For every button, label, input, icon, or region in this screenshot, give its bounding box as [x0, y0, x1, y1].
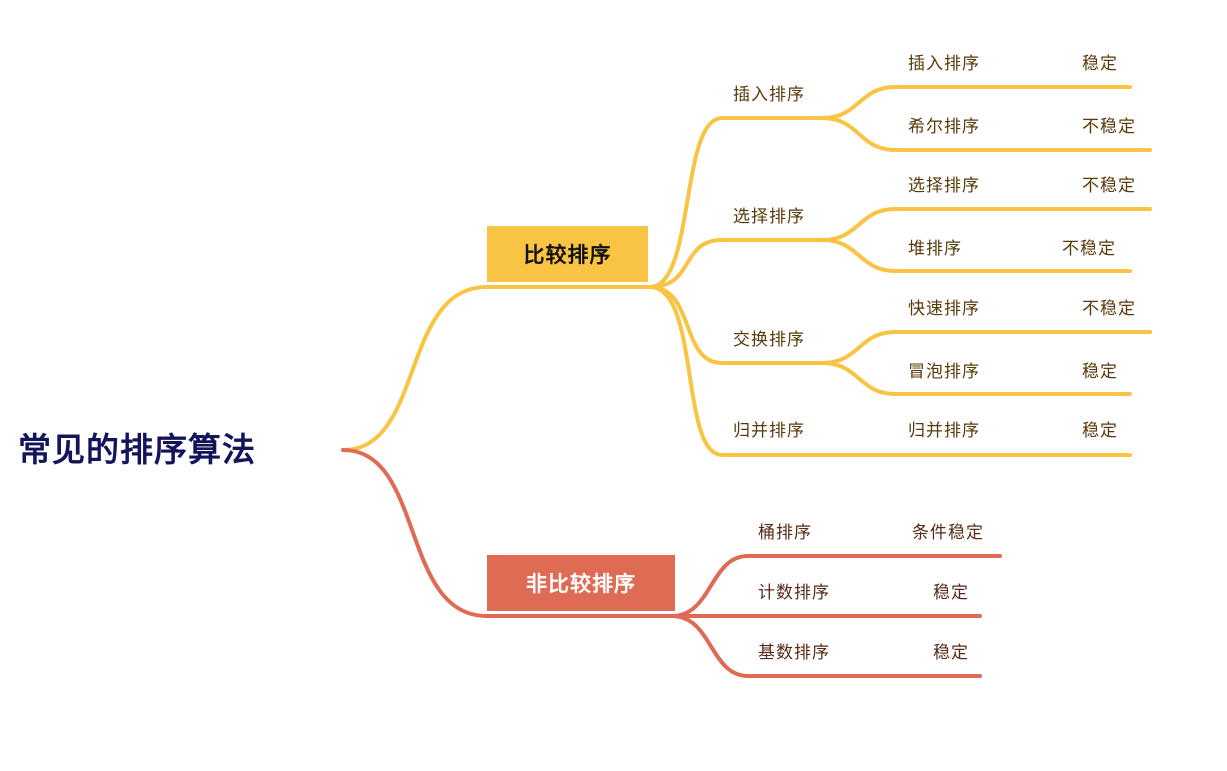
topic-non-comparison-sort[interactable]: 非比较排序: [487, 555, 675, 611]
leaf-heap-sort[interactable]: 堆排序: [908, 239, 962, 259]
leaf-counting-sort[interactable]: 计数排序: [758, 583, 830, 603]
link-leaf-quick: [820, 330, 1152, 365]
stability-insertion-sort[interactable]: 稳定: [1082, 54, 1118, 74]
link-cmp-merge: [648, 285, 1132, 457]
leaf-selection-sort[interactable]: 选择排序: [908, 176, 980, 196]
leaf-bucket-sort[interactable]: 桶排序: [758, 523, 812, 543]
link-root-comparison: [341, 285, 652, 452]
leaf-insertion-sort[interactable]: 插入排序: [908, 54, 980, 74]
link-leaf-bucket: [670, 554, 1002, 618]
topic-comparison-sort[interactable]: 比较排序: [487, 226, 648, 282]
group-merge-sort[interactable]: 归并排序: [733, 421, 805, 441]
link-leaf-shell: [820, 116, 1152, 152]
leaf-radix-sort[interactable]: 基数排序: [758, 643, 830, 663]
stability-bucket-sort[interactable]: 条件稳定: [912, 523, 984, 543]
root-topic[interactable]: 常见的排序算法: [18, 430, 256, 469]
link-leaf-bubble: [820, 361, 1132, 396]
stability-selection-sort[interactable]: 不稳定: [1082, 176, 1136, 196]
group-selection-sort[interactable]: 选择排序: [733, 207, 805, 227]
stability-radix-sort[interactable]: 稳定: [933, 643, 969, 663]
link-cmp-insert: [648, 116, 824, 289]
link-cmp-exchange: [648, 285, 824, 365]
leaf-shell-sort[interactable]: 希尔排序: [908, 117, 980, 137]
leaf-bubble-sort[interactable]: 冒泡排序: [908, 362, 980, 382]
group-exchange-sort[interactable]: 交换排序: [733, 330, 805, 350]
leaf-quick-sort[interactable]: 快速排序: [908, 299, 980, 319]
link-leaf-radix: [670, 614, 982, 678]
link-leaf-insertion: [820, 85, 1132, 120]
stability-heap-sort[interactable]: 不稳定: [1062, 239, 1116, 259]
group-insertion-sort[interactable]: 插入排序: [733, 85, 805, 105]
stability-bubble-sort[interactable]: 稳定: [1082, 362, 1118, 382]
stability-merge-sort[interactable]: 稳定: [1082, 421, 1118, 441]
stability-counting-sort[interactable]: 稳定: [933, 583, 969, 603]
link-leaf-heap: [820, 238, 1132, 273]
link-root-noncomparison: [341, 448, 674, 618]
link-cmp-select: [648, 238, 824, 289]
stability-shell-sort[interactable]: 不稳定: [1082, 117, 1136, 137]
link-leaf-selection: [820, 207, 1152, 242]
stability-quick-sort[interactable]: 不稳定: [1082, 299, 1136, 319]
leaf-merge-sort[interactable]: 归并排序: [908, 421, 980, 441]
